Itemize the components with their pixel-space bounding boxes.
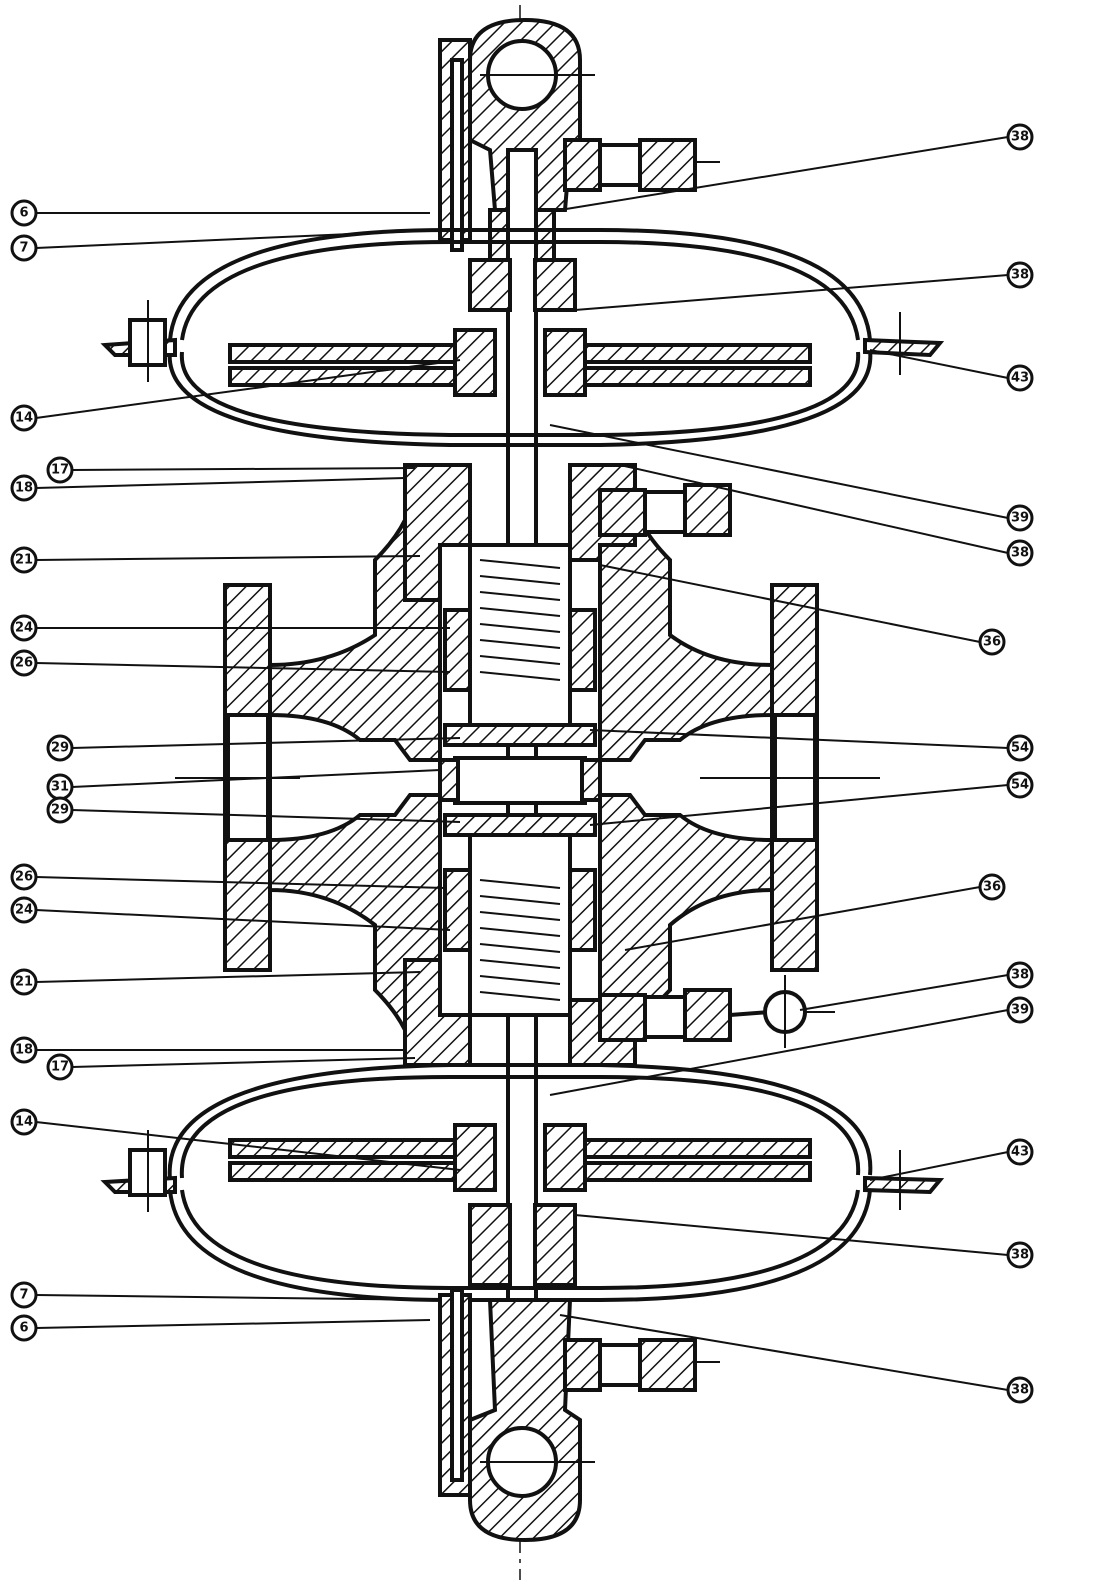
svg-text:36: 36	[983, 880, 1001, 895]
callout-7-bottom: 7	[10, 1281, 441, 1309]
callout-54-top: 54	[589, 729, 1034, 762]
callout-26-top: 26	[10, 649, 451, 677]
callout-6-bottom: 6	[10, 1314, 431, 1342]
svg-text:38: 38	[1011, 1248, 1029, 1263]
callout-24-bottom: 24	[10, 896, 451, 931]
callouts-right: 38 38 43 39 38 36 54 54	[549, 123, 1034, 1404]
valve-body	[175, 463, 880, 1067]
svg-text:43: 43	[1011, 371, 1029, 386]
svg-text:26: 26	[15, 870, 33, 885]
callout-24-top: 24	[10, 614, 450, 642]
upper-spring	[479, 559, 561, 681]
svg-text:18: 18	[15, 481, 33, 496]
callout-38-2: 38	[574, 261, 1034, 311]
svg-text:38: 38	[1011, 968, 1029, 983]
svg-text:38: 38	[1011, 130, 1029, 145]
callout-29-bottom: 29	[46, 796, 461, 824]
callout-43-bottom: 43	[869, 1138, 1034, 1181]
svg-text:21: 21	[15, 975, 33, 990]
callout-14-bottom: 14	[10, 1108, 461, 1171]
svg-text:38: 38	[1011, 1383, 1029, 1398]
svg-text:6: 6	[19, 206, 28, 221]
svg-text:17: 17	[51, 1060, 69, 1075]
svg-text:7: 7	[19, 241, 28, 256]
callout-29-top: 29	[46, 734, 461, 762]
callout-14-top: 14	[10, 359, 461, 432]
svg-text:43: 43	[1011, 1145, 1029, 1160]
svg-text:29: 29	[51, 803, 69, 818]
svg-text:21: 21	[15, 553, 33, 568]
callout-38-5: 38	[574, 1214, 1034, 1269]
svg-text:14: 14	[15, 411, 33, 426]
callout-38-1: 38	[559, 123, 1034, 211]
svg-text:29: 29	[51, 741, 69, 756]
svg-text:54: 54	[1011, 778, 1029, 793]
callout-18-bottom: 18	[10, 1036, 405, 1064]
callout-54-bottom: 54	[589, 771, 1034, 826]
svg-text:18: 18	[15, 1043, 33, 1058]
svg-text:54: 54	[1011, 741, 1029, 756]
svg-text:39: 39	[1011, 1003, 1029, 1018]
callout-38-4: 38	[799, 961, 1034, 1011]
callout-26-bottom: 26	[10, 863, 446, 891]
svg-text:38: 38	[1011, 268, 1029, 283]
callout-6-top: 6	[10, 199, 430, 227]
svg-text:31: 31	[51, 780, 69, 795]
svg-text:39: 39	[1011, 511, 1029, 526]
svg-text:7: 7	[19, 1288, 28, 1303]
lower-spring	[479, 879, 561, 1001]
callout-21-top: 21	[10, 546, 421, 574]
callout-17-bottom: 17	[46, 1053, 416, 1081]
lower-actuator	[100, 1063, 945, 1543]
svg-text:6: 6	[19, 1321, 28, 1336]
svg-text:38: 38	[1011, 546, 1029, 561]
callout-43-top: 43	[869, 349, 1034, 392]
svg-text:17: 17	[51, 463, 69, 478]
svg-text:24: 24	[15, 621, 33, 636]
callout-17-top: 17	[46, 456, 416, 484]
callout-36-bottom: 36	[624, 873, 1006, 951]
callout-39-top: 39	[549, 424, 1034, 532]
callout-38-3: 38	[619, 464, 1034, 567]
callouts-left: 6 7 14 17 18 21 24 26	[10, 199, 461, 1342]
svg-text:14: 14	[15, 1115, 33, 1130]
callout-39-bottom: 39	[549, 996, 1034, 1096]
callout-36-top: 36	[599, 564, 1006, 656]
callout-31: 31	[46, 769, 441, 801]
svg-text:24: 24	[15, 903, 33, 918]
svg-text:26: 26	[15, 656, 33, 671]
callout-18-top: 18	[10, 474, 406, 502]
callout-21-bottom: 21	[10, 968, 421, 996]
callout-38-6: 38	[559, 1314, 1034, 1404]
callout-7-top: 7	[10, 229, 441, 262]
svg-text:36: 36	[983, 635, 1001, 650]
